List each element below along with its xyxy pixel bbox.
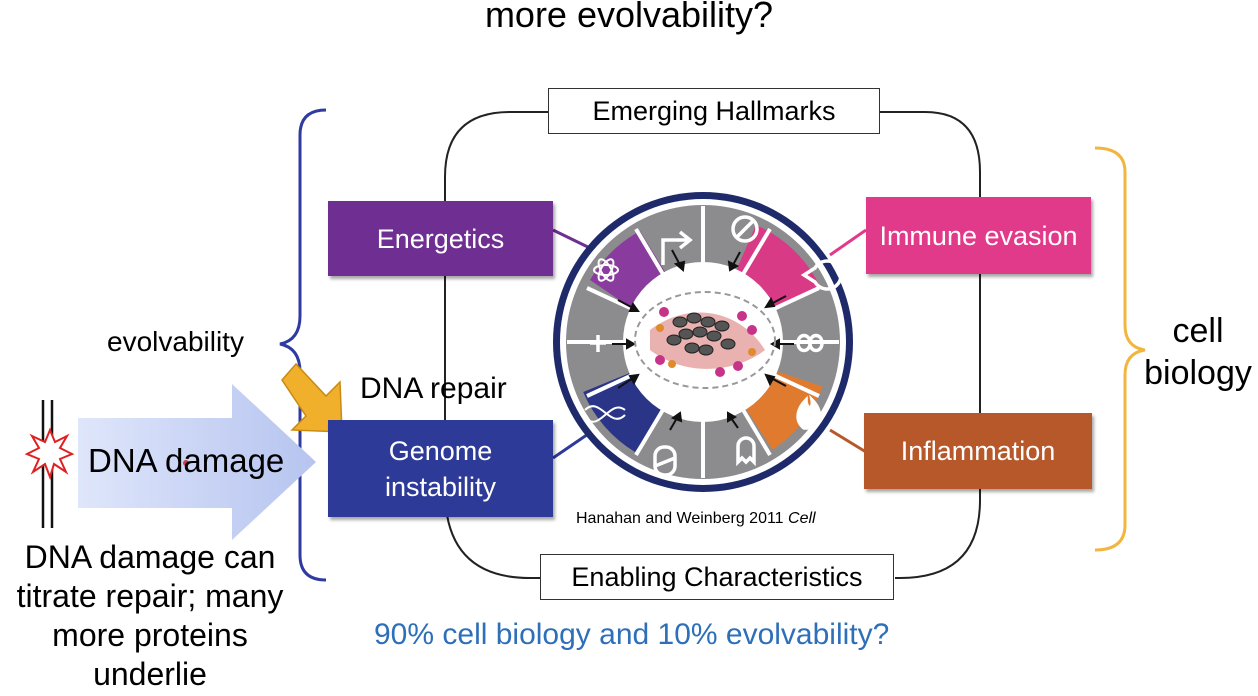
citation-authors: Hanahan and Weinberg 2011 xyxy=(576,510,789,527)
bottom-question: 90% cell biology and 10% evolvability? xyxy=(374,618,890,651)
damage-burst-icon xyxy=(24,427,75,481)
tumor-cell-cluster xyxy=(634,291,776,389)
infinity-icon xyxy=(796,333,824,353)
growth-arrow-icon xyxy=(661,230,693,265)
dna-double-strand xyxy=(24,400,75,528)
dna-repair-arrow xyxy=(281,362,343,433)
vessel-icon xyxy=(653,445,677,477)
immune-pacman-icon xyxy=(800,259,843,291)
dna-damage-label: DNA damage xyxy=(88,442,285,479)
hallmark-inflammation: Inflammation xyxy=(864,413,1092,489)
cell-biology-bracket xyxy=(1094,146,1146,552)
emerging-hallmarks-label: Emerging Hallmarks xyxy=(548,88,880,134)
enabling-characteristics-label: Enabling Characteristics xyxy=(540,554,894,600)
energetics-connector xyxy=(552,228,595,252)
slide-title: more evolvability? xyxy=(484,0,774,35)
flame-icon xyxy=(796,394,822,430)
damage-note: DNA damage can titrate repair; many more… xyxy=(16,539,284,692)
immune-connector xyxy=(829,228,867,257)
evolvability-label: evolvability xyxy=(107,326,244,357)
dna-damage-arrow xyxy=(78,384,316,540)
tombstone-plus-icon xyxy=(590,335,606,352)
inflammation-connector xyxy=(829,428,867,454)
metastasis-ghost-icon xyxy=(736,436,756,467)
cursor-dot xyxy=(183,460,189,466)
hallmark-energetics: Energetics xyxy=(328,201,553,276)
citation: Hanahan and Weinberg 2011 Cell xyxy=(576,510,816,528)
hallmark-genome-instability: Genome instability xyxy=(328,420,553,517)
no-entry-icon xyxy=(731,215,759,243)
dna-repair-label: DNA repair xyxy=(360,372,507,405)
hallmark-wheel xyxy=(553,192,853,492)
citation-journal: Cell xyxy=(788,510,816,527)
atom-icon xyxy=(593,258,619,282)
cell-biology-label: cell biology xyxy=(1144,312,1252,392)
dna-helix-icon xyxy=(584,405,626,423)
evolvability-bracket xyxy=(279,108,327,582)
hallmark-immune-evasion: Immune evasion xyxy=(866,197,1091,274)
